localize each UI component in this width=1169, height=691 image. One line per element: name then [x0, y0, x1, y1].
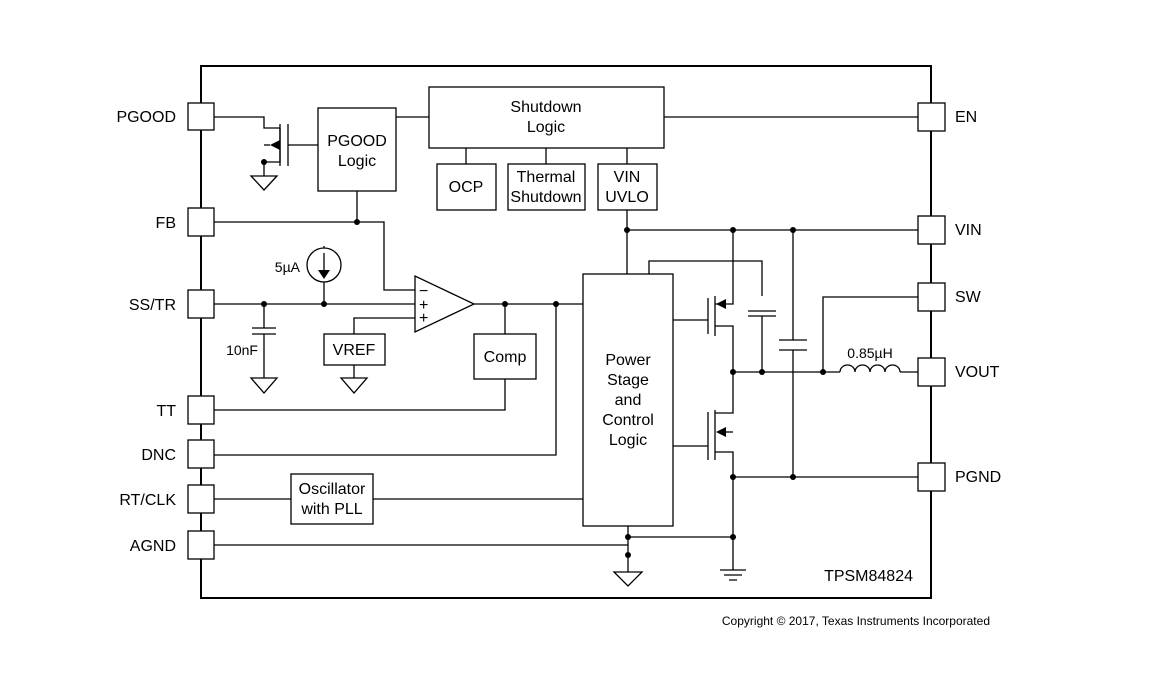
ground-pgood-icon	[249, 175, 279, 191]
ground-vref-icon	[339, 377, 369, 394]
pin-fb: FB	[156, 207, 215, 237]
current-arrow-icon	[318, 270, 330, 279]
oscillator-line2: with PLL	[300, 501, 362, 518]
pin-vin-label: VIN	[955, 222, 982, 239]
pin-sw-label: SW	[955, 289, 982, 306]
pin-en-label: EN	[955, 109, 977, 126]
ground-cap-icon	[249, 377, 279, 394]
oscillator-line1: Oscillator	[299, 481, 366, 498]
pin-pgood: PGOOD	[116, 102, 215, 131]
vin-uvlo-block: VIN UVLO	[597, 163, 658, 211]
pin-ss-tr: SS/TR	[129, 289, 215, 319]
pin-agnd-label: AGND	[130, 538, 176, 555]
power-stage-block: Power Stage and Control Logic	[582, 273, 674, 527]
opamp-plus-1: +	[419, 297, 428, 314]
opamp-plus-2: +	[419, 310, 428, 327]
ground-pgnd-icon	[720, 569, 746, 581]
mosfet-arrow-icon	[270, 140, 280, 150]
ground-agnd-icon	[612, 571, 644, 587]
low-side-fet-arrow-icon	[716, 427, 726, 437]
inductor: 0.85µH	[839, 345, 901, 373]
ocp-label: OCP	[449, 179, 484, 196]
comp-label: Comp	[484, 349, 527, 366]
pgood-logic-line1: PGOOD	[327, 133, 387, 150]
comp-block: Comp	[473, 333, 537, 380]
shutdown-logic-line2: Logic	[527, 119, 565, 136]
pin-fb-label: FB	[156, 215, 176, 232]
pin-dnc-label: DNC	[141, 447, 176, 464]
copyright-notice: Copyright © 2017, Texas Instruments Inco…	[722, 614, 990, 628]
high-side-fet-arrow-icon	[716, 299, 726, 309]
pgood-logic-block: PGOOD Logic	[317, 107, 397, 192]
pin-rt-clk: RT/CLK	[119, 484, 215, 514]
opamp-minus: −	[419, 283, 428, 300]
thermal-shutdown-line1: Thermal	[517, 169, 576, 186]
capacitor-10nf: 10nF	[226, 327, 276, 358]
power-stage-line2: Stage	[607, 372, 649, 389]
pgood-logic-line2: Logic	[338, 153, 376, 170]
shutdown-logic-block: Shutdown Logic	[428, 86, 665, 149]
inductor-label: 0.85µH	[847, 345, 892, 361]
module-outline	[200, 65, 932, 599]
pgood-mosfet	[264, 124, 281, 166]
pin-dnc: DNC	[141, 439, 215, 469]
pin-agnd: AGND	[130, 530, 215, 560]
shutdown-logic-line1: Shutdown	[510, 99, 581, 116]
pin-rt-clk-label: RT/CLK	[119, 492, 176, 509]
pin-vin: VIN	[917, 215, 982, 245]
oscillator-block: Oscillator with PLL	[290, 473, 374, 525]
current-source: 5µA	[275, 247, 342, 283]
junction-dots	[261, 159, 826, 558]
bootstrap-capacitor	[748, 310, 776, 317]
pin-tt: TT	[156, 395, 215, 425]
power-stage-line4: Control	[602, 412, 654, 429]
pin-pgnd-label: PGND	[955, 469, 1001, 486]
pin-tt-label: TT	[156, 403, 176, 420]
input-capacitor	[779, 339, 807, 351]
error-amplifier: − + +	[414, 274, 476, 334]
vref-label: VREF	[333, 342, 376, 359]
capacitor-label: 10nF	[226, 342, 258, 358]
pin-en: EN	[917, 102, 977, 132]
pin-pgnd: PGND	[917, 462, 1001, 492]
power-stage-line3: and	[615, 392, 642, 409]
pin-vout: VOUT	[917, 357, 1000, 387]
thermal-shutdown-line2: Shutdown	[510, 189, 581, 206]
pin-pgood-label: PGOOD	[116, 109, 176, 126]
pin-sw: SW	[917, 282, 982, 312]
ocp-block: OCP	[436, 163, 497, 211]
vin-uvlo-line2: UVLO	[605, 189, 649, 206]
vin-uvlo-line1: VIN	[614, 169, 641, 186]
pin-vout-label: VOUT	[955, 364, 1000, 381]
current-source-label: 5µA	[275, 259, 301, 275]
power-stage-line5: Logic	[609, 432, 647, 449]
power-stage-line1: Power	[605, 352, 651, 369]
part-number: TPSM84824	[824, 568, 913, 585]
thermal-shutdown-block: Thermal Shutdown	[507, 163, 586, 211]
pin-ss-tr-label: SS/TR	[129, 297, 176, 314]
vref-block: VREF	[323, 333, 386, 366]
